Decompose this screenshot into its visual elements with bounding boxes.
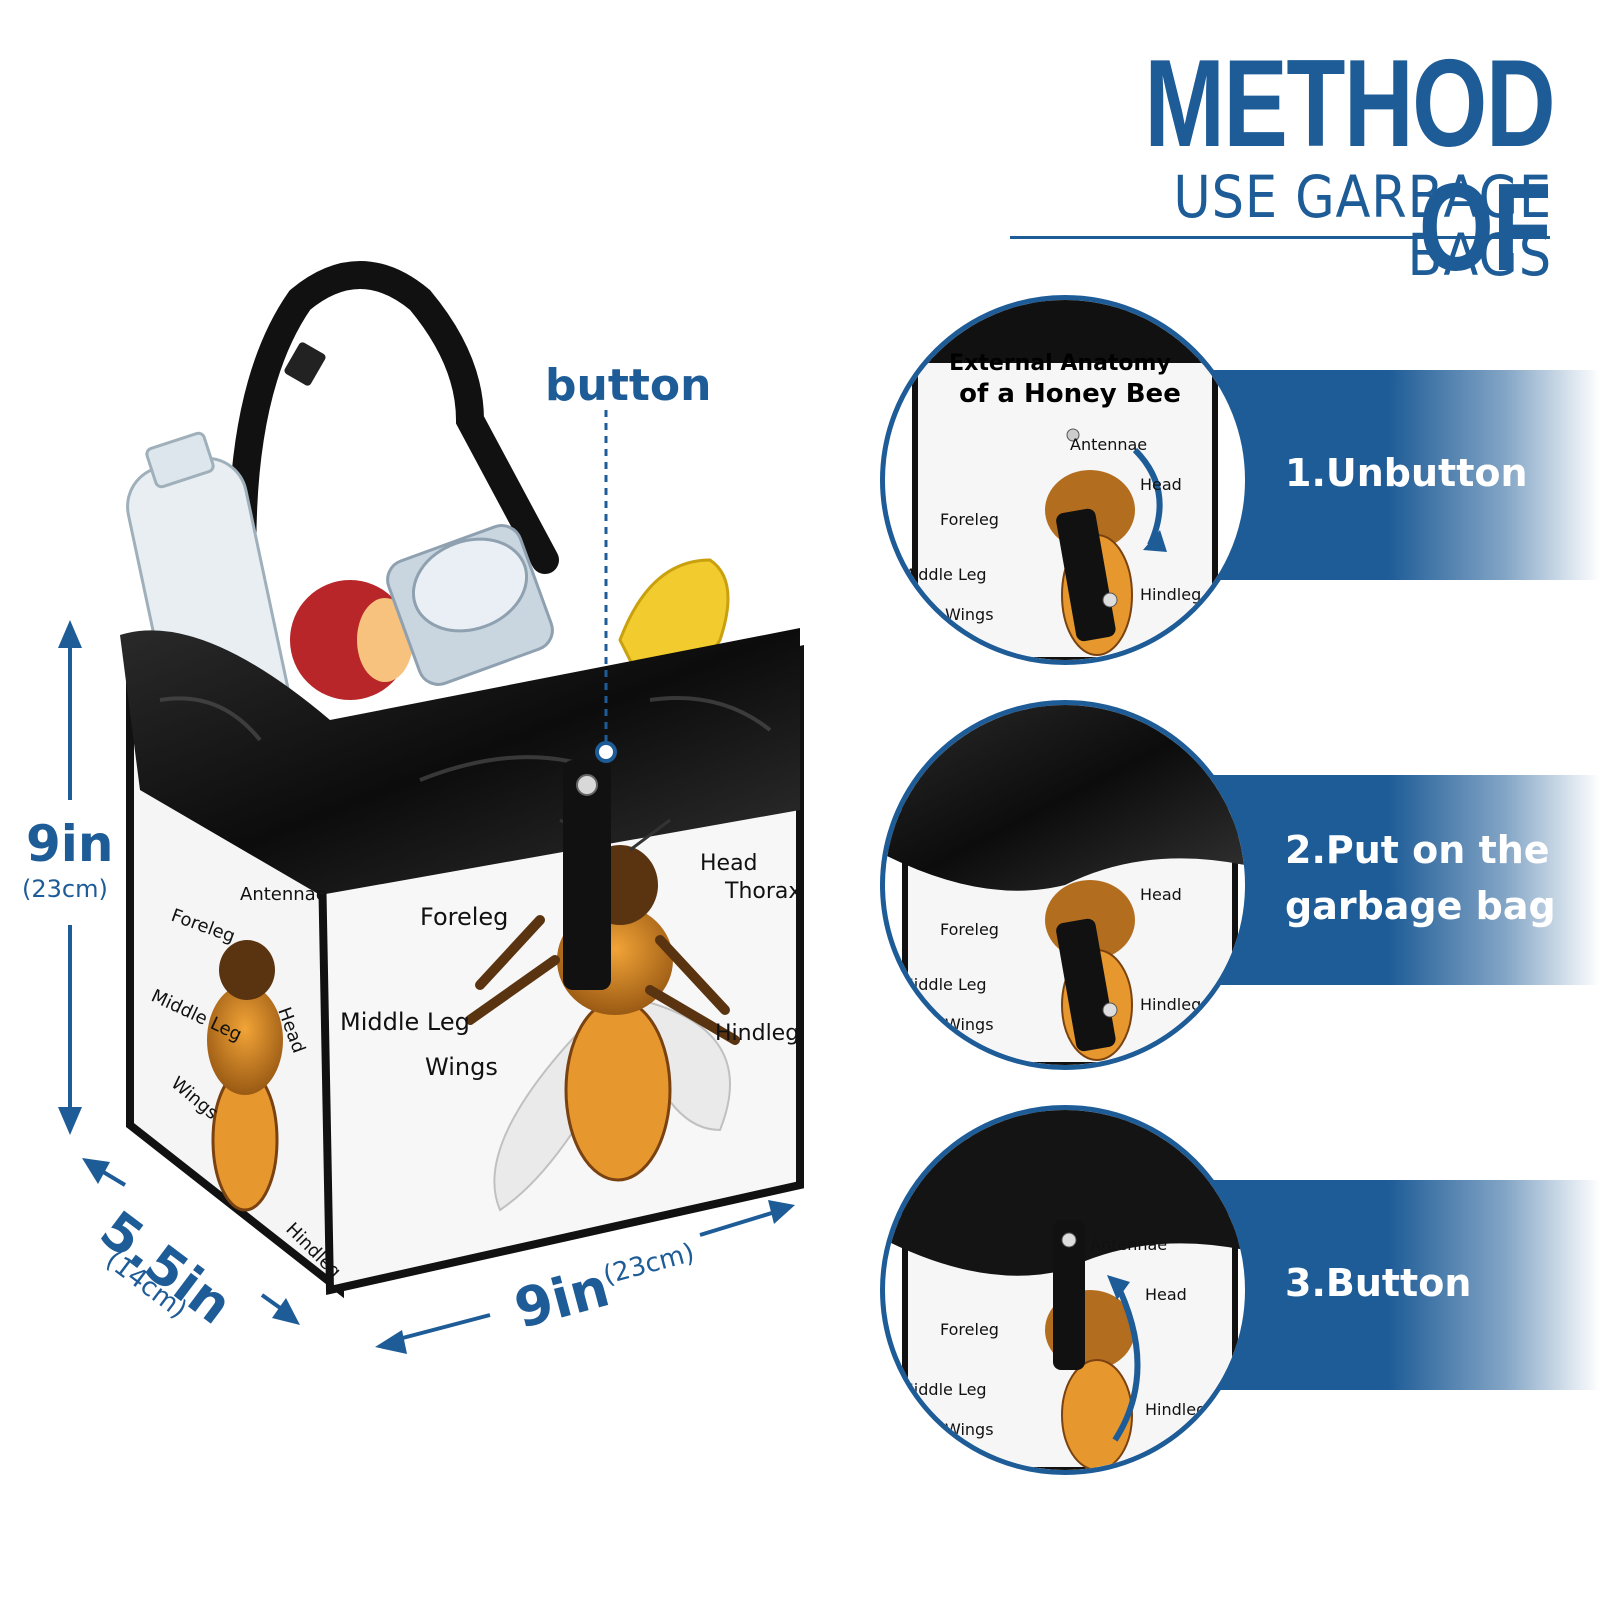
step3-label-antennae: Antennae xyxy=(1090,1235,1167,1254)
title-underline xyxy=(1010,236,1550,239)
step1-label-hindleg: Hindleg xyxy=(1140,585,1201,604)
step-3-image: Antennae Foreleg Head Middle Leg Wings H… xyxy=(885,1110,1245,1470)
label-foreleg: Foreleg xyxy=(420,903,508,931)
strap-buckle xyxy=(284,342,326,386)
step1-label-antennae: Antennae xyxy=(1070,435,1147,454)
step3-label-foreleg: Foreleg xyxy=(940,1320,999,1339)
step2-label-hindleg: Hindleg xyxy=(1140,995,1201,1014)
step-1-label: 1.Unbutton xyxy=(1285,451,1528,495)
step2-label-wings: Wings xyxy=(945,1015,994,1034)
label-wings: Wings xyxy=(425,1053,498,1081)
step-1-circle: External Anatomy of a Honey Bee Antennae… xyxy=(880,295,1250,665)
step-1-image: External Anatomy of a Honey Bee Antennae… xyxy=(885,300,1245,660)
bee-labels-front: Head Thorax Foreleg Middle Leg Wings Hin… xyxy=(340,851,801,1081)
step-2-label-line1: 2.Put on the xyxy=(1285,828,1550,872)
snap-button[interactable] xyxy=(576,774,598,796)
label-hindleg: Hindleg xyxy=(715,1021,799,1046)
height-dimension: 9in xyxy=(26,815,114,873)
page-title: METHOD OF xyxy=(1144,35,1555,297)
dimension-arrows xyxy=(58,620,795,1354)
garbage-bag-rim xyxy=(120,628,800,895)
step1-bee-title-1: External Anatomy xyxy=(949,351,1171,376)
step2-label-middle-leg: Middle Leg xyxy=(900,975,987,994)
apple-core xyxy=(357,598,413,682)
button-callout-dot xyxy=(595,741,617,763)
can xyxy=(386,524,554,686)
step3-label-wings: Wings xyxy=(945,1420,994,1439)
step3-label-middle-leg: Middle Leg xyxy=(900,1380,987,1399)
button-callout-label: button xyxy=(545,360,712,411)
strap xyxy=(228,261,559,634)
page-subtitle: USE GARBAGE BAGS xyxy=(1173,163,1552,289)
label-head: Head xyxy=(700,851,758,876)
step1-bee-title-2: of a Honey Bee xyxy=(959,379,1181,409)
button-tab[interactable] xyxy=(563,760,611,990)
step2-label-head: Head xyxy=(1140,885,1182,904)
label-middle-leg: Middle Leg xyxy=(340,1008,470,1036)
step1-label-foreleg: Foreleg xyxy=(940,510,999,529)
label-thorax: Thorax xyxy=(724,879,801,904)
step-3-label: 3.Button xyxy=(1285,1261,1472,1305)
step-2-label-line2: garbage bag xyxy=(1285,884,1556,928)
step3-label-head: Head xyxy=(1145,1285,1187,1304)
step-2-circle: Foreleg Head Middle Leg Wings Hindleg xyxy=(880,700,1250,1070)
product-illustration: Head Thorax Foreleg Middle Leg Wings Hin… xyxy=(58,261,804,1354)
height-dimension-cm: (23cm) xyxy=(22,875,108,903)
step-3-circle: Antennae Foreleg Head Middle Leg Wings H… xyxy=(880,1105,1250,1475)
step1-label-wings: Wings xyxy=(945,605,994,624)
bee-illustration-front xyxy=(465,818,740,1212)
step2-label-foreleg: Foreleg xyxy=(940,920,999,939)
step1-label-head: Head xyxy=(1140,475,1182,494)
bee-illustration-side xyxy=(207,940,283,1212)
step3-label-hindleg: Hindleg xyxy=(1145,1400,1206,1419)
label-side-antennae: Antennae xyxy=(240,884,327,905)
step1-label-middle-leg: Middle Leg xyxy=(900,565,987,584)
step-2-image: Foreleg Head Middle Leg Wings Hindleg xyxy=(885,705,1245,1065)
